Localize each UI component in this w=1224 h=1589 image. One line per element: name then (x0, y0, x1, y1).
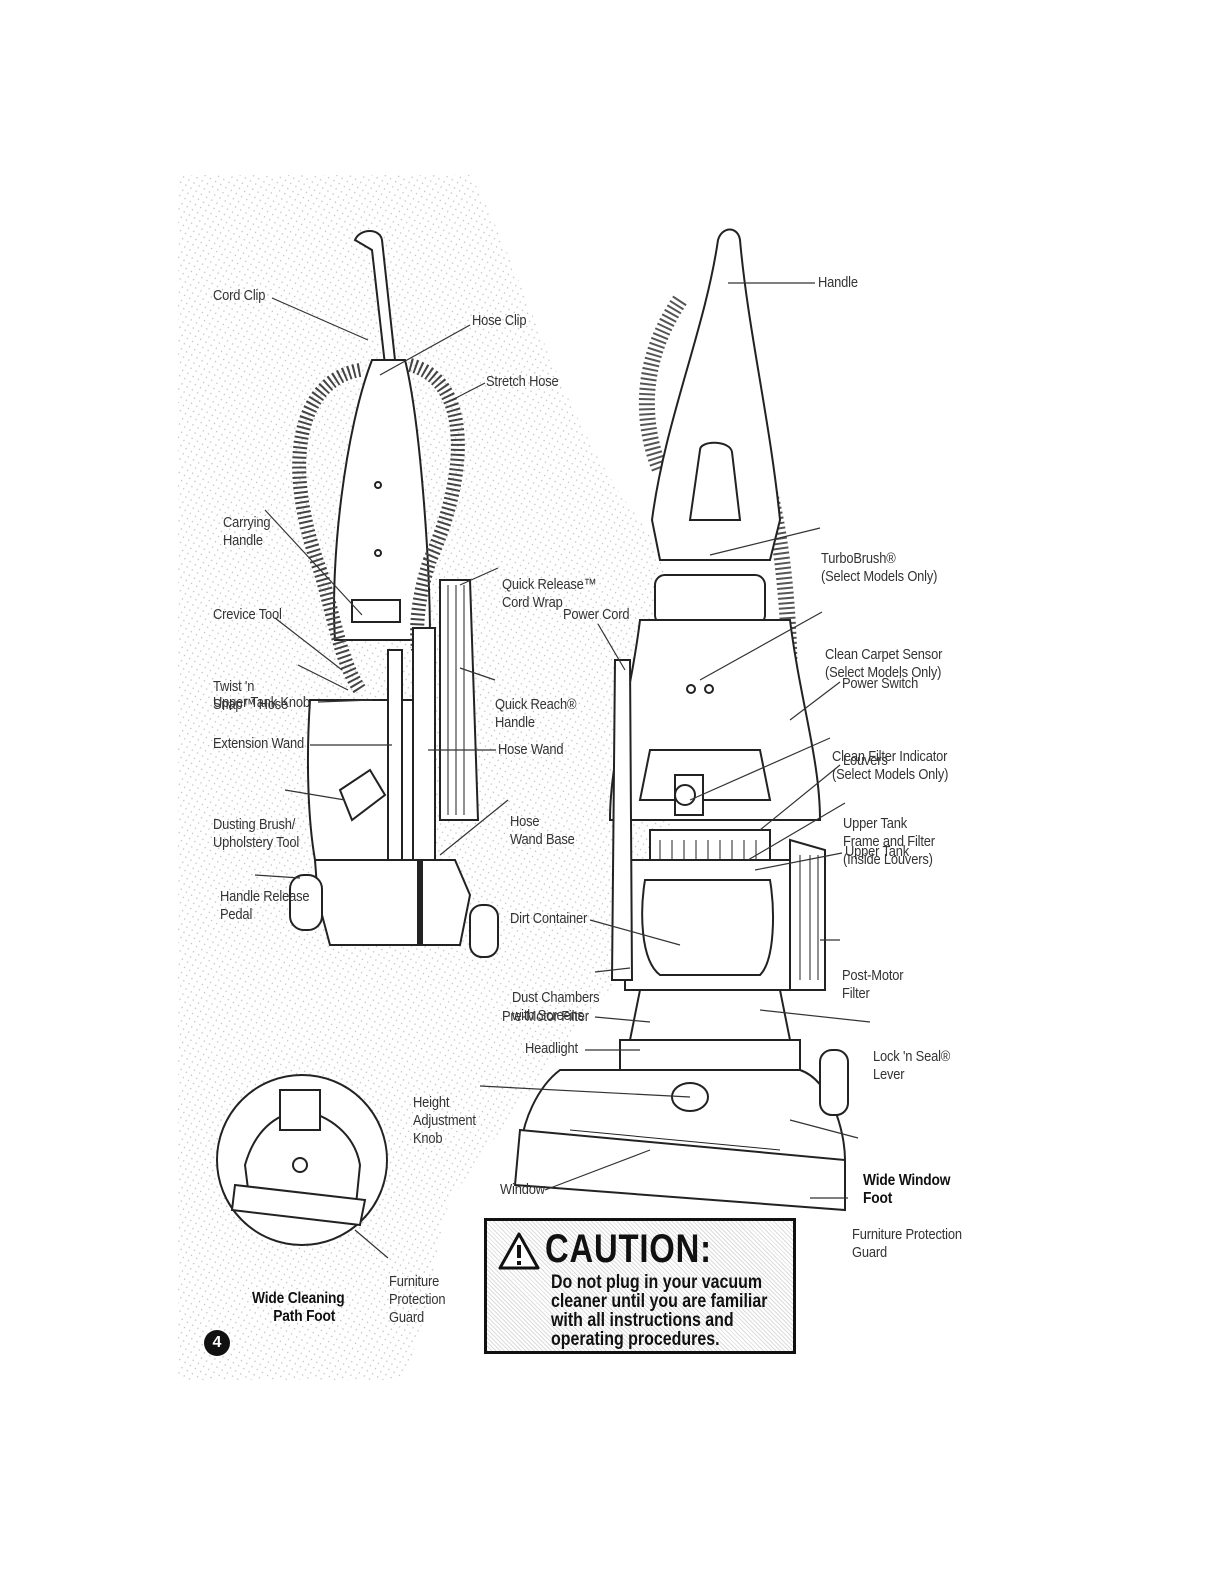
label-louvers: Louvers (843, 752, 888, 769)
caution-box: CAUTION: Do not plug in your vacuum clea… (484, 1218, 796, 1354)
label-cord-clip: Cord Clip (213, 287, 266, 304)
label-power-switch: Power Switch (842, 675, 919, 692)
caution-text: Do not plug in your vacuum cleaner until… (551, 1272, 768, 1350)
label-upper-tank: Upper Tank (845, 843, 910, 860)
label-dusting-brush: Dusting Brush/Upholstery Tool (213, 816, 300, 851)
label-window: Window (500, 1181, 545, 1198)
label-stretch-hose: Stretch Hose (486, 373, 559, 390)
label-dirt-container: Dirt Container (510, 910, 588, 927)
label-turbobrush: TurboBrush®(Select Models Only) (821, 550, 938, 585)
label-clean-carpet-sensor: Clean Carpet Sensor(Select Models Only) (825, 646, 943, 681)
label-extension-wand: Extension Wand (213, 735, 305, 752)
label-hose-wand: Hose Wand (498, 741, 564, 758)
wide-cleaning-inset (216, 1074, 388, 1246)
label-clean-filter-indicator: Clean Filter Indicator(Select Models Onl… (832, 748, 949, 783)
label-hose-clip: Hose Clip (472, 312, 527, 329)
rear-view-vacuum (289, 230, 499, 958)
caution-title: CAUTION: (545, 1227, 712, 1271)
label-pre-motor-filter: Pre-Motor Filter (502, 1008, 589, 1025)
leader-lines (254, 282, 871, 1259)
label-headlight: Headlight (525, 1040, 578, 1057)
label-crevice-tool: Crevice Tool (213, 606, 282, 623)
warning-triangle-icon (498, 1232, 540, 1270)
label-lock-seal-lever: Lock 'n Seal®Lever (873, 1048, 951, 1083)
label-upper-tank-knob: Upper Tank Knob (213, 694, 310, 711)
front-view-vacuum (513, 228, 849, 1212)
page-number: 4 (204, 1330, 230, 1356)
label-quick-reach-handle: Quick Reach®Handle (495, 696, 577, 731)
label-power-cord: Power Cord (563, 606, 630, 623)
label-handle: Handle (818, 274, 858, 291)
